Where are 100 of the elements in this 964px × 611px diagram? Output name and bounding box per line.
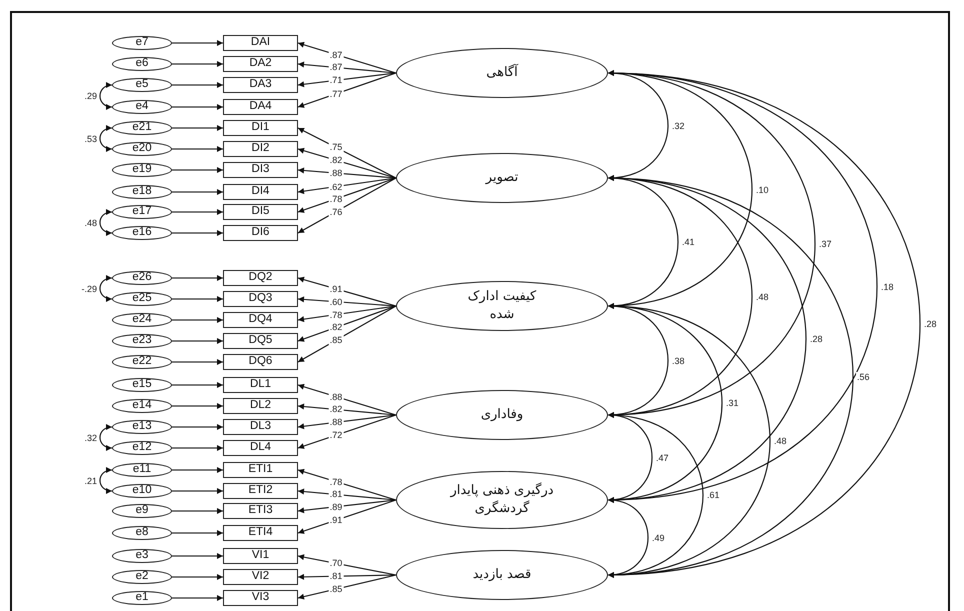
error-ellipse xyxy=(112,399,172,413)
arrow xyxy=(172,209,223,215)
arrow xyxy=(172,125,223,131)
arrow xyxy=(298,574,396,600)
edge-label: .28 xyxy=(809,334,824,344)
covariance-arrow xyxy=(608,498,649,578)
arrow xyxy=(172,104,223,110)
edge-label: .32 xyxy=(671,120,686,130)
edge-label: .81 xyxy=(328,571,344,582)
edge-label: .78 xyxy=(328,310,344,320)
indicator-label: DI4 xyxy=(252,186,270,198)
error-ellipse xyxy=(112,484,172,498)
arrow xyxy=(298,168,396,179)
arrow xyxy=(298,574,396,580)
error-label: e16 xyxy=(132,227,152,239)
arrow xyxy=(298,499,396,534)
edge-label: .48 xyxy=(773,436,788,446)
indicator-label: DQ2 xyxy=(248,272,272,284)
edge-label: .47 xyxy=(655,452,670,462)
error-ellipse xyxy=(112,163,172,177)
error-label: e14 xyxy=(132,400,152,412)
indicator-box xyxy=(223,419,298,435)
arrow xyxy=(298,177,396,213)
edge-label: .81 xyxy=(328,489,344,500)
arrow xyxy=(172,595,223,601)
arrow xyxy=(298,468,396,501)
error-label: e11 xyxy=(132,464,152,476)
indicator-label: DA4 xyxy=(249,101,272,113)
indicator-box xyxy=(223,225,298,241)
factor-label: قصد بازدید xyxy=(472,566,532,584)
error-label: e9 xyxy=(136,505,148,517)
arrow xyxy=(298,414,396,449)
arrow xyxy=(172,467,223,473)
indicator-label: DAI xyxy=(250,37,270,49)
indicator-label: ETI3 xyxy=(248,505,273,517)
covariance-arrow xyxy=(608,412,704,578)
arrow xyxy=(172,445,223,451)
error-ellipse xyxy=(112,378,172,392)
error-ellipse xyxy=(112,463,172,477)
arrow xyxy=(298,148,396,179)
error-label: e4 xyxy=(136,101,148,113)
error-ellipse xyxy=(112,549,172,563)
edge-label: .88 xyxy=(328,417,344,428)
edge-label: .88 xyxy=(328,168,344,178)
indicator-box xyxy=(223,291,298,307)
edge-label: -.29 xyxy=(80,284,98,294)
indicator-label: DI6 xyxy=(252,227,270,239)
arrow xyxy=(298,276,396,307)
indicator-box xyxy=(223,548,298,564)
edge-label: .49 xyxy=(651,532,666,542)
error-label: e13 xyxy=(132,421,152,433)
edge-label: .76 xyxy=(328,206,344,217)
error-label: e22 xyxy=(132,356,152,368)
edge-label: .82 xyxy=(328,155,344,166)
indicator-label: ETI4 xyxy=(248,527,273,539)
indicator-label: ETI2 xyxy=(248,485,273,497)
edge-label: .82 xyxy=(328,404,344,414)
indicator-box xyxy=(223,204,298,220)
indicator-label: DL3 xyxy=(250,421,272,433)
error-ellipse xyxy=(112,441,172,455)
factor-label: وفاداری xyxy=(480,406,524,424)
arrow xyxy=(172,508,223,514)
error-label: e5 xyxy=(136,79,148,91)
covariance-arrow xyxy=(99,424,112,450)
error-label: e25 xyxy=(132,293,152,305)
error-ellipse xyxy=(112,121,172,135)
covariance-arrow xyxy=(100,82,112,110)
covariance-arrow xyxy=(608,70,920,578)
indicator-box xyxy=(223,333,298,349)
arrow xyxy=(298,306,396,362)
edge-label: .78 xyxy=(328,476,344,487)
error-ellipse xyxy=(112,292,172,306)
indicator-label: DL4 xyxy=(250,442,272,454)
arrow xyxy=(298,305,396,342)
error-label: e6 xyxy=(136,58,148,70)
covariance-arrow xyxy=(608,176,854,578)
error-label: e18 xyxy=(132,186,152,198)
arrow xyxy=(172,530,223,536)
arrow xyxy=(172,167,223,173)
error-label: e2 xyxy=(136,571,148,583)
indicator-label: DQ4 xyxy=(248,314,272,326)
arrow xyxy=(172,553,223,559)
error-label: e23 xyxy=(132,335,152,347)
indicator-label: VI1 xyxy=(252,550,270,562)
arrow xyxy=(298,384,396,416)
factor-label: تصویر xyxy=(486,168,518,187)
indicator-label: VI2 xyxy=(252,571,270,583)
error-ellipse xyxy=(112,226,172,240)
error-ellipse xyxy=(112,57,172,71)
error-ellipse xyxy=(112,570,172,584)
edge-label: .89 xyxy=(328,502,344,512)
error-label: e19 xyxy=(132,164,152,176)
error-ellipse xyxy=(112,504,172,518)
arrow xyxy=(172,61,223,67)
indicator-box xyxy=(223,312,298,328)
edge-label: .70 xyxy=(328,558,344,568)
arrow xyxy=(298,72,396,108)
arrow xyxy=(172,189,223,195)
indicator-label: DA2 xyxy=(249,58,272,70)
error-label: e7 xyxy=(136,37,148,49)
